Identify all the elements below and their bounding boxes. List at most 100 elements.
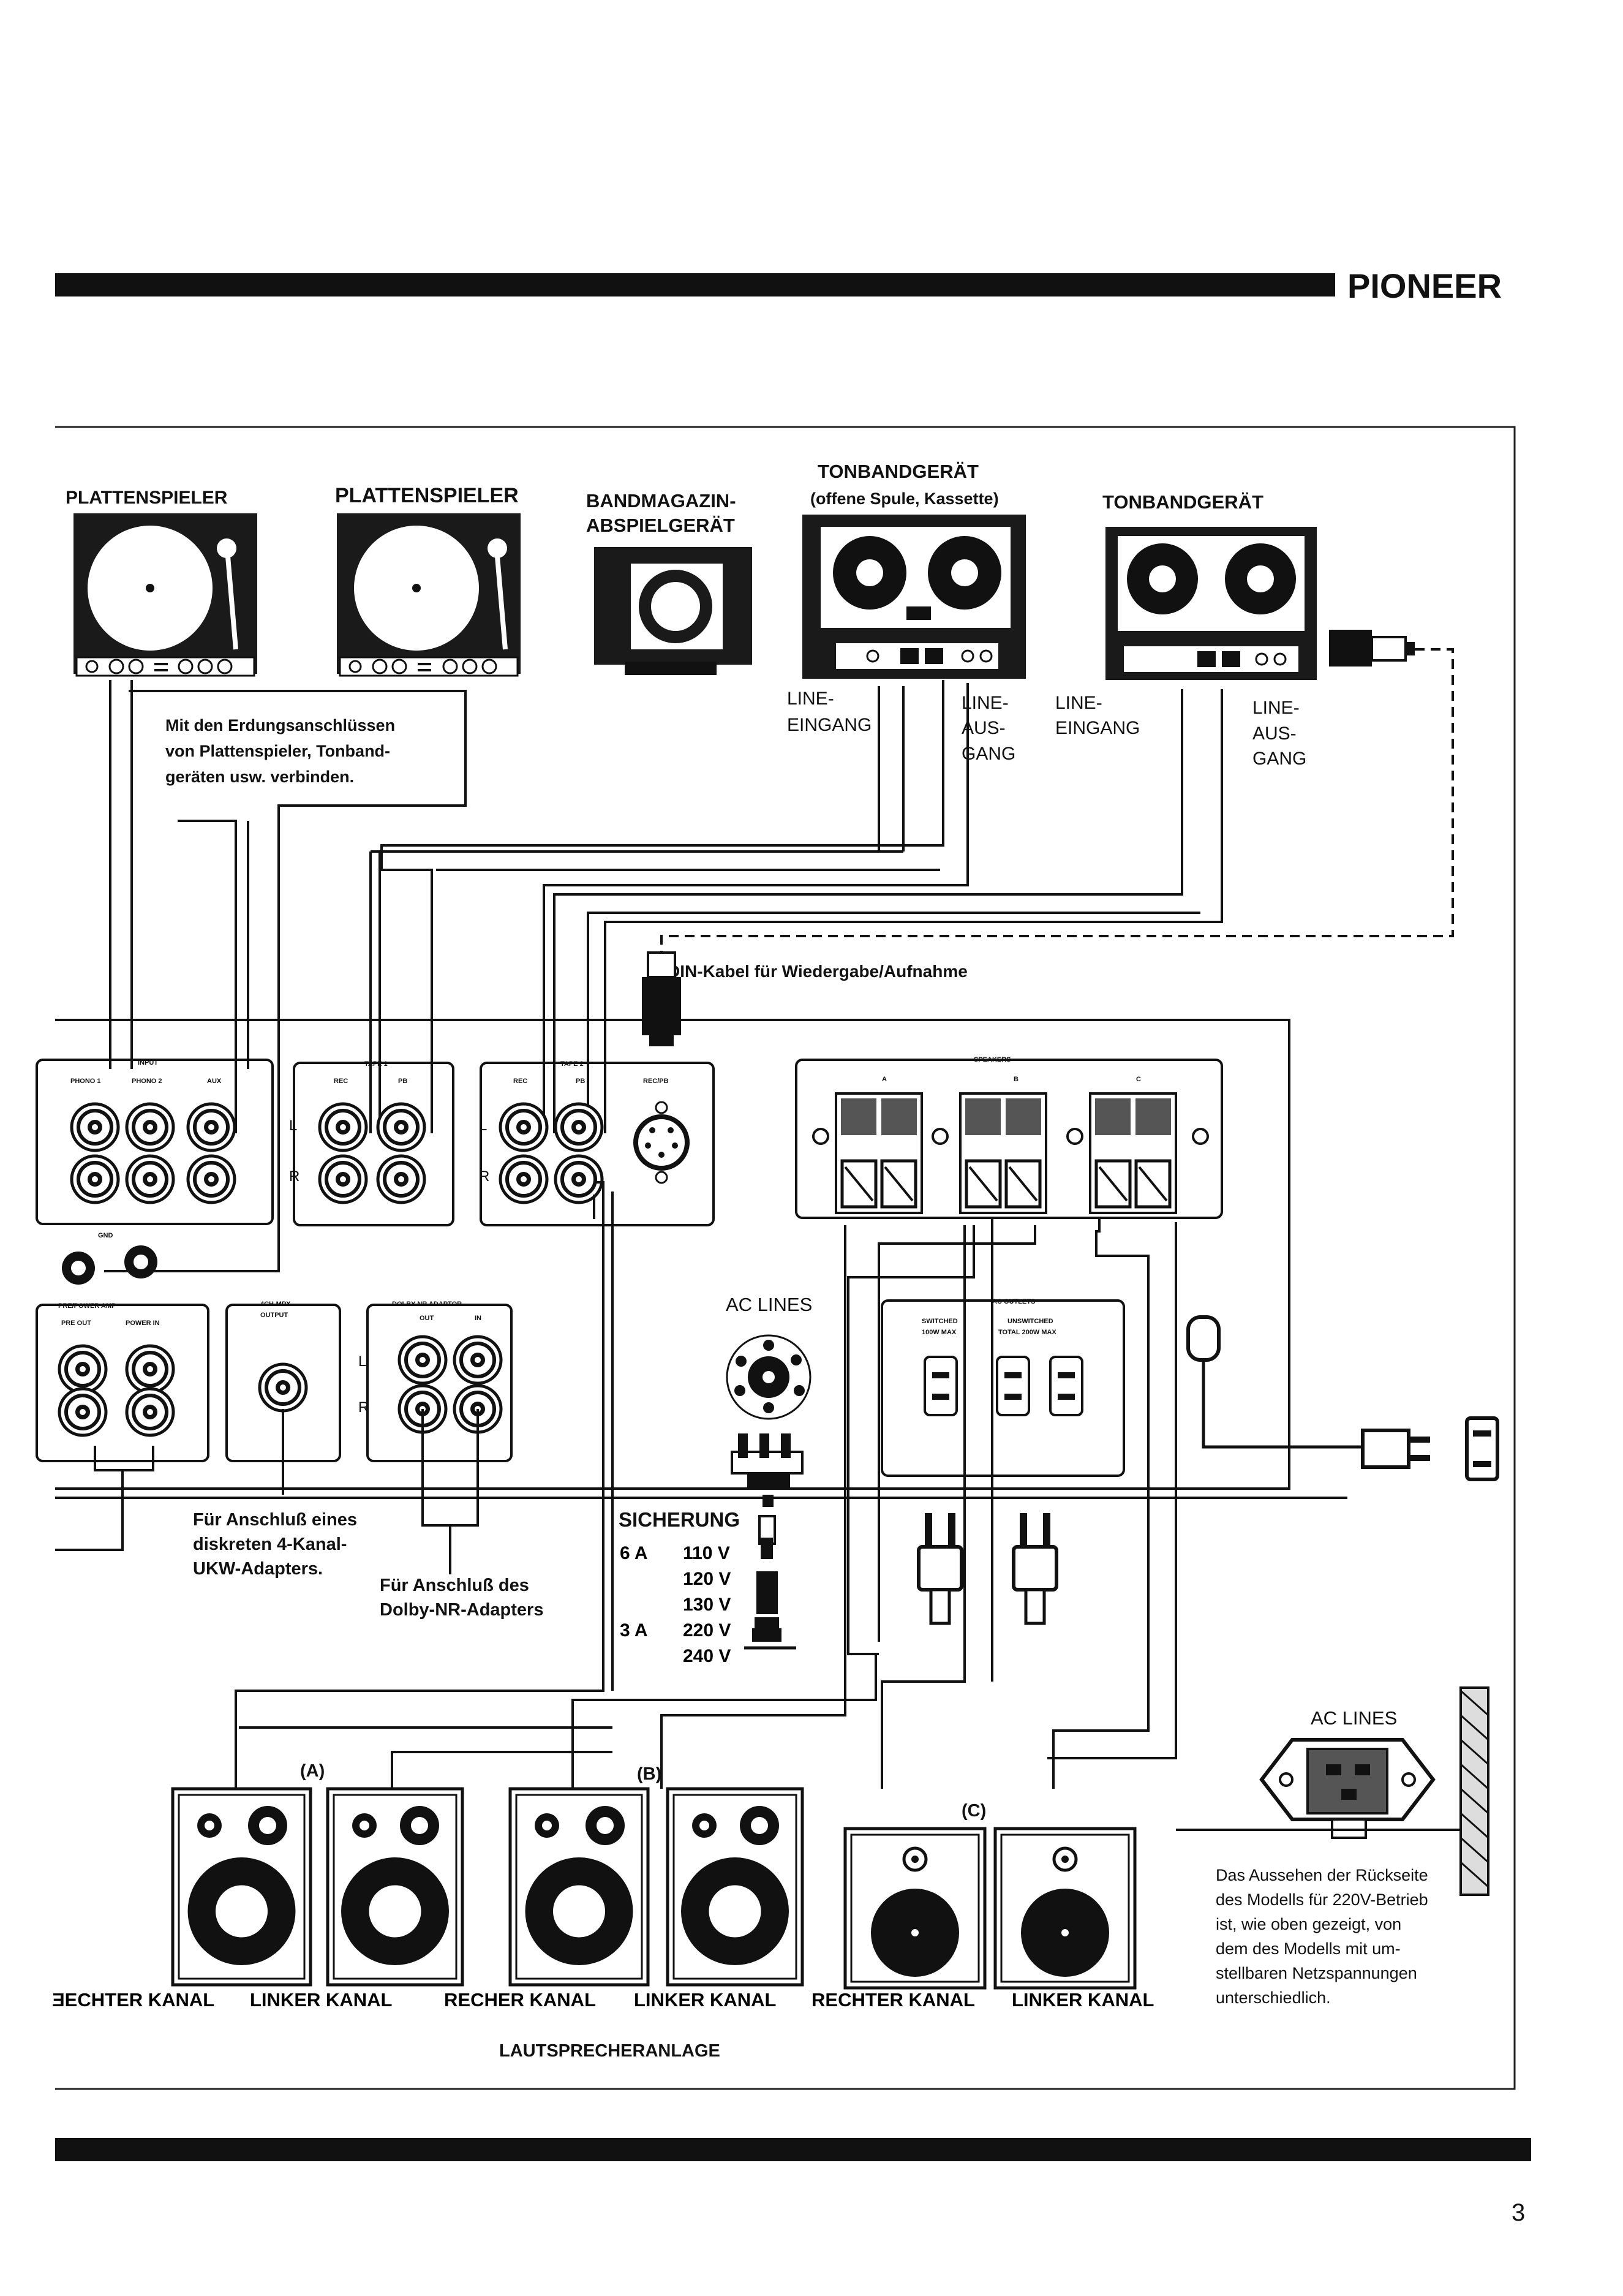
dolby-in-label: IN bbox=[475, 1315, 481, 1322]
voltage-selector bbox=[726, 1334, 812, 1420]
speaker-cabinet bbox=[171, 1787, 312, 1987]
svg-text:ist, wie oben gezeigt, von: ist, wie oben gezeigt, von bbox=[1216, 1915, 1401, 1933]
svg-text:Für Anschluß eines: Für Anschluß eines bbox=[193, 1510, 357, 1530]
mpx-label-2: OUTPUT bbox=[260, 1312, 288, 1319]
line-in-1: LINE- EINGANG bbox=[787, 689, 872, 735]
svg-text:Dolby-NR-Adapters: Dolby-NR-Adapters bbox=[380, 1600, 543, 1620]
inset-ac-lines-label: AC LINES bbox=[1311, 1707, 1397, 1729]
power-cord bbox=[1186, 1315, 1499, 1481]
svg-text:des Modells für 220V-Betrieb: des Modells für 220V-Betrieb bbox=[1216, 1890, 1428, 1909]
phono2-label: PHONO 2 bbox=[132, 1078, 162, 1085]
speaker-cabinet bbox=[666, 1787, 804, 1987]
screw-icon bbox=[812, 1128, 829, 1145]
speaker-row bbox=[171, 1787, 1137, 1990]
speaker-channel-label: ƎECHTER KANAL bbox=[52, 1989, 214, 2011]
speaker-channel-label: RECHER KANAL bbox=[444, 1989, 596, 2011]
rca-jack bbox=[58, 1387, 108, 1437]
diagram-frame bbox=[55, 426, 1516, 2090]
din-cable bbox=[660, 648, 1454, 953]
phono1-label: PHONO 1 bbox=[70, 1078, 101, 1085]
ac-outlets-label: AC OUTLETS bbox=[992, 1298, 1035, 1305]
turntable-1 bbox=[73, 513, 257, 677]
turntable-2 bbox=[337, 513, 521, 677]
switched-label: SWITCHED bbox=[922, 1318, 958, 1325]
line-out-1: LINE- AUS- GANG bbox=[962, 693, 1015, 764]
screw-icon bbox=[1192, 1128, 1209, 1145]
footer-bar bbox=[55, 2138, 1531, 2161]
gnd-terminals bbox=[62, 1245, 157, 1285]
ac-plug-1 bbox=[917, 1513, 963, 1625]
tape2-panel bbox=[480, 1062, 715, 1226]
rca-jack bbox=[499, 1154, 549, 1204]
tape-1-label-1: TONBANDGERÄT bbox=[818, 461, 979, 482]
speaker-cabinet bbox=[508, 1787, 650, 1987]
svg-text:EINGANG: EINGANG bbox=[787, 715, 872, 735]
dolby-out-label: OUT bbox=[420, 1315, 434, 1322]
tape2-rec-label: REC bbox=[513, 1078, 527, 1085]
rca-jack bbox=[318, 1102, 368, 1152]
speaker-cabinet bbox=[843, 1827, 987, 1990]
ac-plug-2 bbox=[1012, 1513, 1058, 1625]
turntable-2-label: PLATTENSPIELER bbox=[335, 484, 519, 507]
tape2-pb-label: PB bbox=[576, 1078, 585, 1085]
svg-text:AUS-: AUS- bbox=[1252, 723, 1297, 744]
speaker-terminal-panel bbox=[795, 1059, 1223, 1219]
mpx-note: Für Anschluß eines diskreten 4-Kanal- UK… bbox=[193, 1510, 357, 1579]
din-plug-top bbox=[1329, 630, 1415, 667]
ac-outlets-panel bbox=[881, 1299, 1125, 1477]
speaker-a-label: A bbox=[882, 1076, 887, 1083]
speaker-channel-label: LINKER KANAL bbox=[1012, 1989, 1154, 2011]
amp-panel-outline bbox=[55, 1019, 1290, 1490]
rca-jack bbox=[376, 1154, 426, 1204]
speaker-terminals bbox=[812, 1092, 1209, 1214]
tape1-panel bbox=[293, 1062, 454, 1226]
rca-jack bbox=[376, 1102, 426, 1152]
svg-text:LINE-: LINE- bbox=[1055, 693, 1102, 713]
tape1-pb-label: PB bbox=[398, 1078, 407, 1085]
speaker-channel-label: LINKER KANAL bbox=[634, 1989, 777, 2011]
rca-jack bbox=[258, 1362, 308, 1413]
speaker-caption: LAUTSPRECHERANLAGE bbox=[499, 2041, 720, 2061]
fuse-volt: 240 V bbox=[683, 1646, 731, 1666]
fuse-amp: 6 A bbox=[620, 1543, 648, 1563]
din-cable-label: DIN-Kabel für Wiedergabe/Aufnahme bbox=[668, 962, 968, 981]
rca-jack bbox=[318, 1154, 368, 1204]
rca-jack bbox=[453, 1335, 503, 1385]
svg-text:geräten usw. verbinden.: geräten usw. verbinden. bbox=[165, 768, 354, 786]
din-socket bbox=[633, 1101, 690, 1184]
rca-jack bbox=[186, 1154, 236, 1204]
svg-text:LINE-: LINE- bbox=[962, 693, 1009, 713]
tape-deck-1 bbox=[802, 515, 1026, 679]
header-bar bbox=[55, 273, 1335, 296]
input-panel bbox=[36, 1059, 274, 1225]
tape-1-label-2: (offene Spule, Kassette) bbox=[810, 489, 999, 508]
inset-ac-socket bbox=[1176, 1686, 1489, 1896]
tape-2-label: TONBANDGERÄT bbox=[1102, 491, 1263, 513]
ac-lines-label: AC LINES bbox=[726, 1294, 812, 1315]
svg-text:Das Aussehen der Rückseite: Das Aussehen der Rückseite bbox=[1216, 1866, 1428, 1884]
svg-text:dem des Modells mit um-: dem des Modells mit um- bbox=[1216, 1939, 1401, 1958]
rca-jack bbox=[70, 1102, 120, 1152]
dolby-R: R bbox=[358, 1399, 369, 1416]
speaker-labels: ƎECHTER KANAL LINKER KANAL RECHER KANAL LIN… bbox=[52, 1989, 1154, 2011]
lower-wires bbox=[55, 1181, 1177, 1789]
dolby-L: L bbox=[358, 1353, 366, 1370]
turntable-1-label: PLATTENSPIELER bbox=[66, 488, 228, 508]
rca-jack bbox=[397, 1335, 448, 1385]
line-out-2: LINE- AUS- GANG bbox=[1252, 698, 1306, 769]
fuse-volt: 220 V bbox=[683, 1620, 731, 1641]
din-plug-panel bbox=[642, 951, 681, 1046]
rca-jack bbox=[186, 1102, 236, 1152]
svg-text:LINE-: LINE- bbox=[1252, 698, 1300, 718]
fuse-volt: 130 V bbox=[683, 1595, 731, 1615]
svg-text:UKW-Adapters.: UKW-Adapters. bbox=[193, 1559, 323, 1579]
page-number: 3 bbox=[1512, 2199, 1525, 2226]
preout-label: PRE OUT bbox=[61, 1320, 91, 1327]
tape1-label: TAPE 1 bbox=[364, 1060, 388, 1068]
svg-text:GANG: GANG bbox=[962, 744, 1015, 764]
speaker-terminal-block bbox=[835, 1092, 923, 1214]
rca-jack bbox=[499, 1102, 549, 1152]
powerin-label: POWER IN bbox=[126, 1320, 160, 1327]
